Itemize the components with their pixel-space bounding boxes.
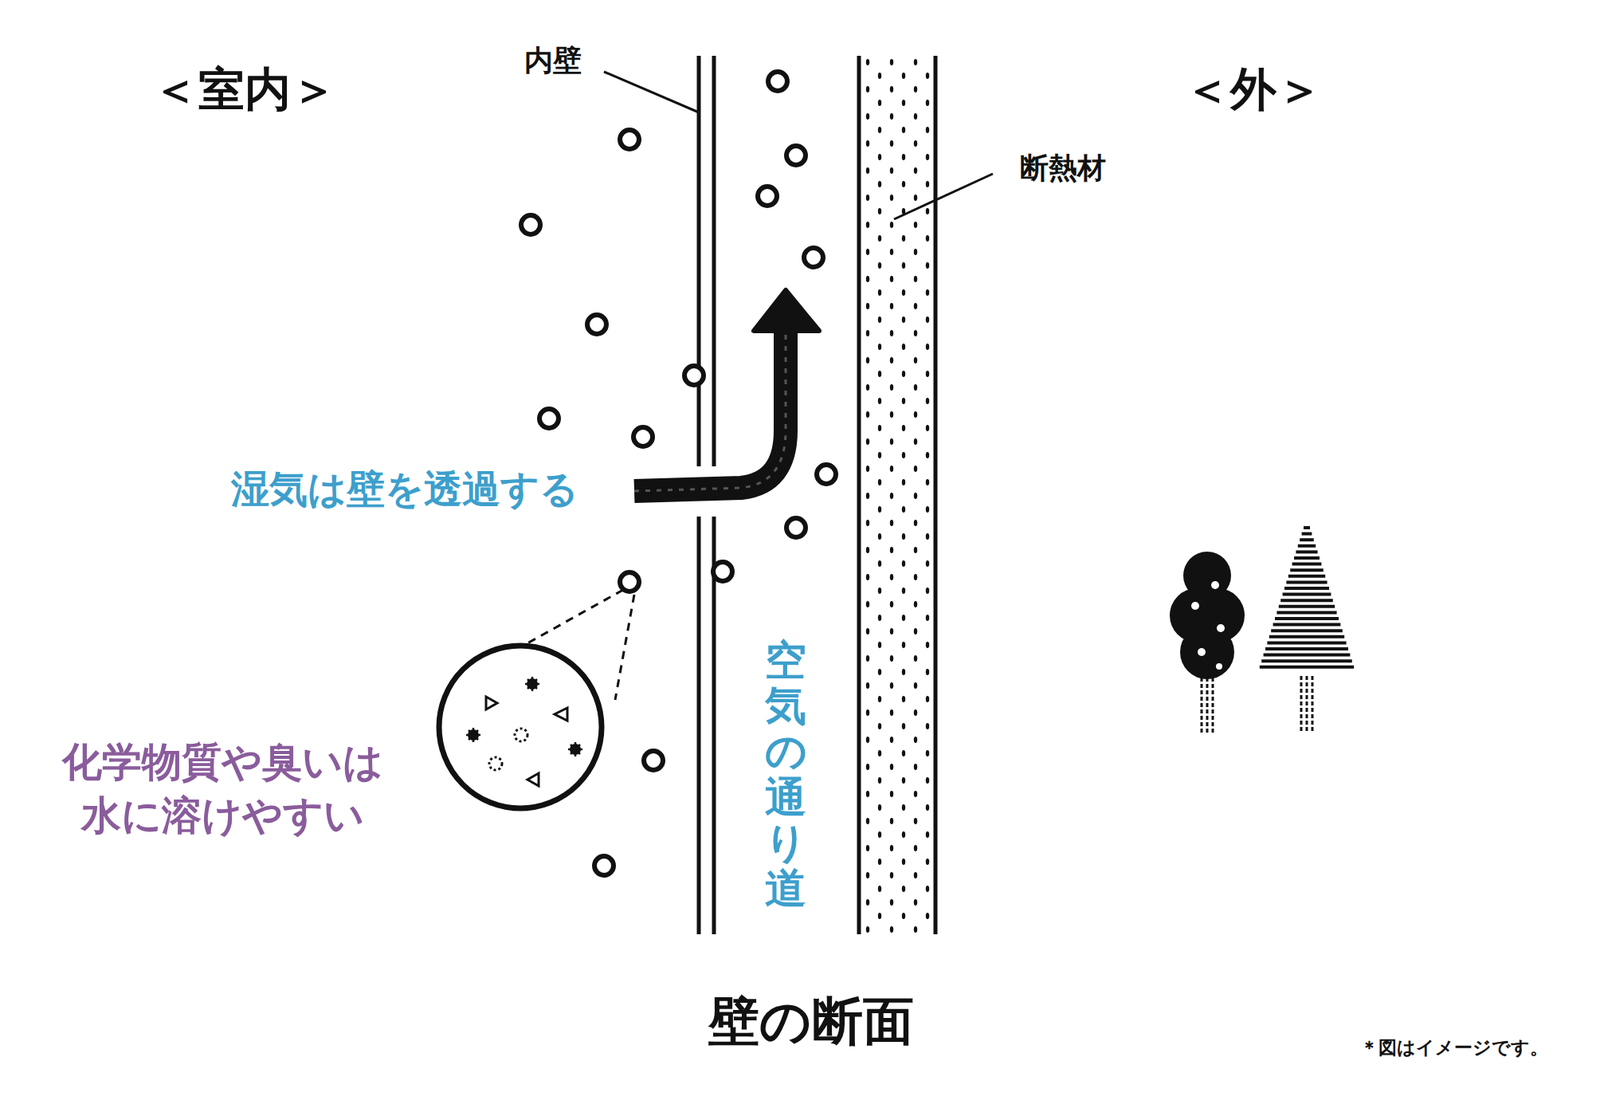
arrow-texture: [634, 326, 786, 491]
water-droplet: [684, 365, 704, 385]
part-label: 内壁: [524, 43, 582, 78]
insulation-edge: [857, 55, 862, 934]
water-droplet: [786, 145, 806, 165]
insulation-edge: [933, 55, 938, 934]
water-droplet: [713, 561, 733, 581]
annotation-text: 湿気は壁を透過する: [231, 466, 579, 513]
water-droplet: [619, 572, 640, 592]
water-droplet: [521, 215, 541, 235]
water-droplet: [768, 71, 788, 91]
note-text: ＊図はイメージです。: [1360, 1036, 1549, 1059]
water-droplet: [816, 464, 836, 484]
water-droplet: [633, 427, 653, 447]
water-droplet: [594, 855, 614, 875]
zoom-line: [525, 589, 624, 644]
water-droplet: [539, 408, 559, 428]
moisture-arrow: [634, 326, 786, 491]
caption-text: 壁の断面: [708, 990, 914, 1052]
insulation-texture: [860, 55, 934, 934]
magnified-droplet: [439, 645, 602, 808]
water-droplet: [803, 247, 824, 267]
molecule-symbols: [466, 676, 583, 786]
zoom-line: [615, 594, 635, 700]
water-droplet: [786, 517, 806, 538]
leader-line: [603, 71, 699, 113]
cone-tree: [1259, 527, 1354, 731]
annotation-text: 化学物質や臭いは 水に溶けやすい: [54, 735, 390, 844]
water-droplet: [757, 186, 777, 206]
area-label: ＜外＞: [1184, 62, 1323, 118]
round-tree: [1169, 551, 1245, 733]
water-droplet: [643, 750, 663, 770]
part-label: 断熱材: [1019, 150, 1106, 185]
vertical-annotation: 空気の通り道: [764, 637, 807, 911]
water-droplet: [587, 314, 607, 334]
area-label: ＜室内＞: [152, 62, 338, 118]
arrow-head: [753, 290, 820, 331]
leader-line: [894, 173, 993, 220]
water-droplet: [619, 129, 640, 150]
